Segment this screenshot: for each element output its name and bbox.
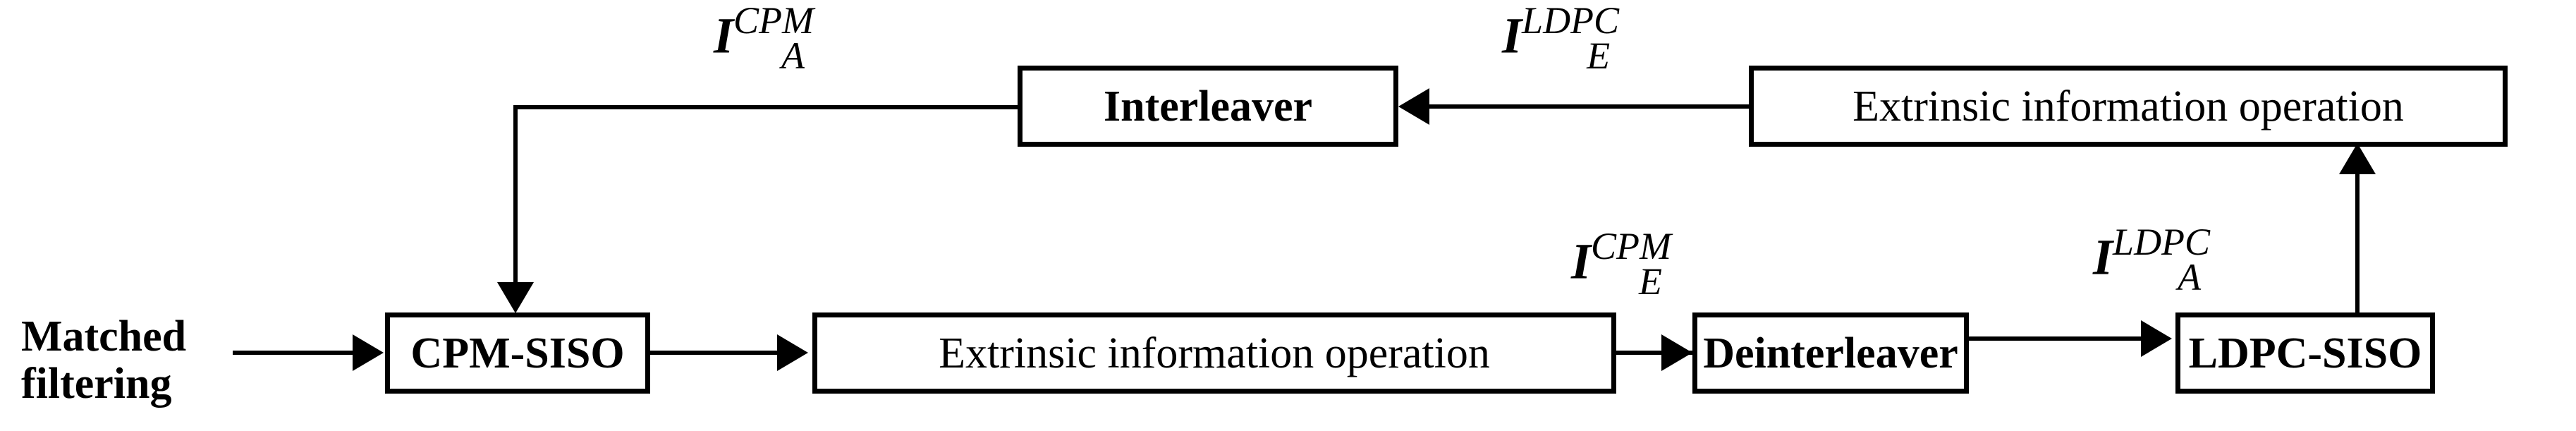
line-extrinsic-lower-to-deinterleaver [1616,351,1701,355]
signal-label-i-e-cpm-base: I [1571,233,1592,290]
block-interleaver[interactable]: Interleaver [1018,66,1398,147]
block-ldpc-siso[interactable]: LDPC-SISO [2175,312,2435,394]
signal-label-i-e-cpm-sub: E [1639,260,1663,303]
input-label-matched-filtering: Matched filtering [21,312,187,408]
line-deinterleaver-to-ldpc-siso [1969,336,2145,341]
signal-label-i-a-ldpc-sup: LDPC [2113,221,2211,263]
signal-label-i-a-ldpc: ILDPCA [2093,223,2210,296]
signal-label-i-a-cpm-base: I [714,7,734,64]
arrowhead-feedback-to-cpm-siso [497,282,534,313]
arrowhead-ldpc-siso-to-extrinsic-upper [2339,143,2376,174]
signal-label-i-a-cpm-sub: A [781,34,805,77]
block-interleaver-label: Interleaver [1103,82,1313,130]
line-feedback-corner-to-cpm-siso [513,105,518,284]
block-extrinsic-information-operation-upper[interactable]: Extrinsic information operation [1749,66,2508,147]
block-cpm-siso[interactable]: CPM-SISO [385,312,650,394]
line-extrinsic-upper-to-interleaver [1429,104,1750,109]
block-ldpc-siso-label: LDPC-SISO [2188,329,2422,377]
block-extrinsic-information-operation-upper-label: Extrinsic information operation [1852,82,2404,130]
line-input-to-cpm-siso [233,351,357,355]
signal-label-i-a-ldpc-sub: A [2178,255,2202,298]
signal-label-i-a-cpm: ICPMA [714,1,814,75]
block-extrinsic-information-operation-lower[interactable]: Extrinsic information operation [812,312,1616,394]
signal-label-i-e-cpm-sup: CPM [1591,225,1672,267]
block-deinterleaver-label: Deinterleaver [1703,329,1958,377]
signal-label-i-e-cpm: ICPME [1571,227,1671,301]
signal-label-i-a-cpm-sup: CPM [733,0,814,42]
block-deinterleaver[interactable]: Deinterleaver [1692,312,1969,394]
block-extrinsic-information-operation-lower-label: Extrinsic information operation [939,329,1490,377]
line-interleaver-to-feedback-corner [515,105,1020,109]
line-ldpc-siso-to-extrinsic-upper [2355,169,2360,315]
signal-label-i-e-ldpc-sup: LDPC [1522,0,1620,42]
arrowhead-extrinsic-upper-to-interleaver [1398,88,1429,125]
signal-label-i-e-ldpc: ILDPCE [1502,1,1619,75]
arrowhead-extrinsic-lower-to-deinterleaver [1661,334,1692,371]
signal-label-i-e-ldpc-base: I [1502,7,1522,64]
signal-label-i-a-ldpc-base: I [2093,229,2113,286]
line-cpm-siso-to-extrinsic-lower [650,351,781,355]
arrowhead-deinterleaver-to-ldpc-siso [2141,320,2172,357]
arrowhead-cpm-siso-to-extrinsic-lower [777,334,808,371]
block-cpm-siso-label: CPM-SISO [410,329,625,377]
signal-label-i-e-ldpc-sub: E [1587,34,1611,77]
arrowhead-input-to-cpm-siso [353,334,384,371]
